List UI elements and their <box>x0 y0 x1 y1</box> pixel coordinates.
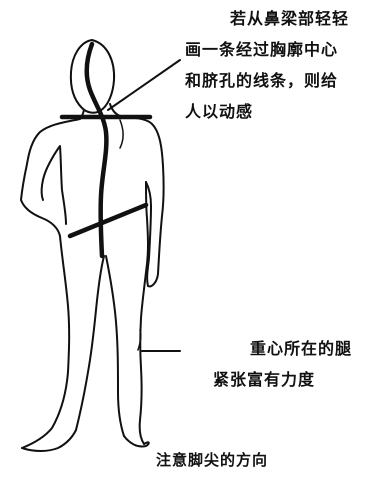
detail-marks <box>119 119 142 351</box>
right-leg-inner <box>105 255 125 437</box>
annotation-middle-line-2: 紧张富有力度 <box>213 370 316 389</box>
annotation-middle: 重心所在的腿 紧张富有力度 <box>213 333 352 395</box>
center-line <box>84 41 109 259</box>
torso-right-outline <box>138 181 149 445</box>
annotation-bottom: 注意脚尖的方向 <box>156 451 269 469</box>
annotation-middle-line-1: 重心所在的腿 <box>250 339 353 358</box>
left-leg-outer <box>21 235 71 449</box>
head-outline <box>69 39 116 114</box>
left-arm-inner <box>40 145 67 225</box>
pointer-top <box>107 59 181 111</box>
left-foot <box>21 429 77 452</box>
annotation-top-line-1: 若从鼻梁部轻轻 <box>230 9 350 28</box>
annotation-top-line-2: 画一条经过胸廓中心 <box>185 40 339 59</box>
right-foot <box>123 435 150 448</box>
annotation-top-line-4: 人以动感 <box>185 102 254 121</box>
annotation-top: 若从鼻梁部轻轻 画一条经过胸廓中心 和脐孔的线条，则给 人以动感 <box>185 3 349 127</box>
annotation-top-line-3: 和脐孔的线条，则给 <box>185 71 339 90</box>
body-left-outline <box>20 109 85 237</box>
hip-line <box>67 202 149 239</box>
body-right-outline <box>109 103 165 288</box>
left-leg-inner <box>75 255 105 431</box>
